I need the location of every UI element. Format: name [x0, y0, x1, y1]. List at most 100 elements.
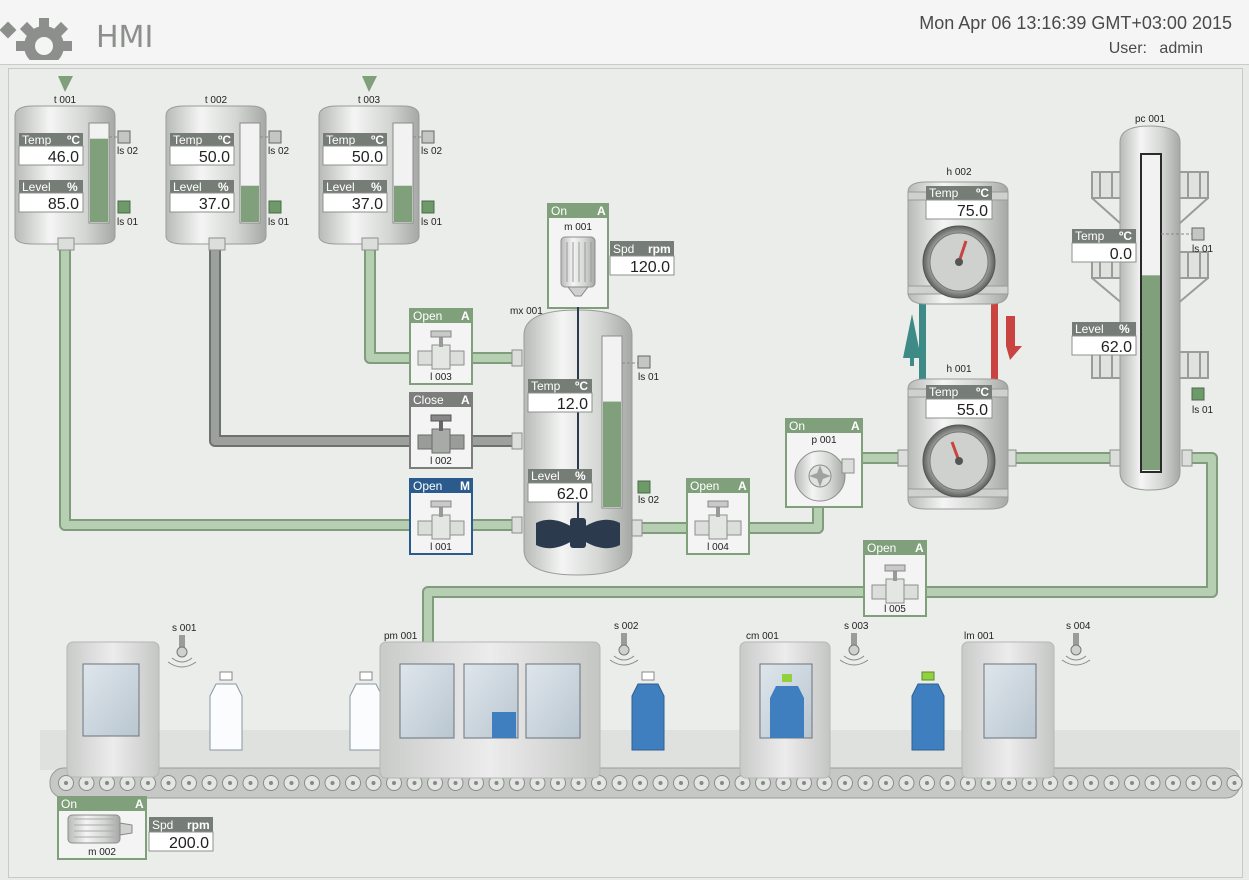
level-label: Level: [22, 180, 51, 194]
valve-icon: [417, 330, 465, 370]
ls-low-label: ls 02: [638, 495, 660, 506]
sensor-s002: s 002: [609, 621, 639, 666]
ls-high-label: ls 02: [268, 146, 290, 157]
temp-value: 0.0: [1110, 246, 1132, 263]
roller-hub: [310, 781, 314, 785]
roller-hub: [597, 781, 601, 785]
station-cm001[interactable]: [739, 641, 831, 779]
level-switch-high: [268, 130, 282, 144]
level-fill: [241, 185, 259, 222]
tank-t003[interactable]: t 003 Temp ºC 50.0 Level % 37.0 ls 02 ls…: [318, 76, 443, 251]
app-title: HMI: [96, 20, 154, 55]
speed-value: 120.0: [630, 259, 670, 276]
exchanger-id: h 001: [946, 364, 971, 375]
station-pm001[interactable]: [379, 641, 601, 779]
level-label: Level: [531, 469, 560, 483]
roller-hub: [863, 781, 868, 785]
header-bar: HMI Mon Apr 06 13:16:39 GMT+03:00 2015 U…: [0, 0, 1249, 65]
valve-l002[interactable]: Close A l 002: [409, 392, 473, 469]
roller-hub: [617, 781, 622, 785]
roller-hub: [1109, 781, 1114, 785]
hot-link-pipe: [991, 302, 998, 387]
roller-hub: [248, 781, 253, 785]
roller-hub: [146, 781, 150, 785]
roller-hub: [105, 781, 109, 785]
roller-hub: [761, 781, 765, 785]
valve-id: l 005: [884, 604, 906, 615]
ls-low-label: ls 01: [421, 217, 443, 228]
proximity-sensor-icon: [1061, 633, 1091, 666]
motor-m002[interactable]: On A m 002: [57, 796, 147, 860]
valve-l005[interactable]: Open A l 005: [863, 540, 927, 617]
roller-hub: [658, 781, 663, 785]
level-switch-low: [637, 480, 651, 494]
motor-id: m 001: [564, 222, 592, 233]
temp-value-box: [322, 145, 388, 166]
level-switch-low: [1191, 387, 1205, 401]
user-name: admin: [1159, 40, 1203, 57]
ls-low-label: ls 01: [117, 217, 139, 228]
mixer-id: mx 001: [510, 306, 543, 317]
column-pc001[interactable]: pc 001 Temp ºC 0.0 Level % 62.0 ls 01: [1071, 114, 1214, 491]
pump-p001[interactable]: On A p 001: [785, 418, 863, 508]
bottles: [209, 671, 945, 751]
tank-t001[interactable]: t 001 Temp ºC 46.0 Level % 85.0 ls 02 ls…: [14, 76, 139, 251]
temp-unit: ºC: [976, 186, 989, 200]
motor-icon: [560, 236, 596, 297]
speed-label: Spd: [152, 818, 173, 832]
roller-hub: [925, 781, 929, 785]
temp-value: 75.0: [957, 203, 988, 220]
valve-state: Close: [413, 393, 444, 407]
roller-hub: [884, 781, 888, 785]
level-value: 62.0: [557, 486, 588, 503]
station-lm001[interactable]: [961, 641, 1055, 779]
temp-value: 50.0: [199, 149, 230, 166]
level-fill: [394, 185, 412, 222]
level-fill: [1142, 275, 1160, 470]
level-switch-high: [1191, 227, 1205, 241]
level-label: Level: [1075, 322, 1104, 336]
heat-exchanger-h002[interactable]: h 002 Temp ºC 75.0: [907, 167, 1009, 305]
arrow-down-icon: [1006, 316, 1022, 360]
valve-id: l 003: [430, 372, 452, 383]
valve-l003[interactable]: Open A l 003: [409, 308, 473, 385]
level-value-box: [18, 192, 84, 213]
roller-hub: [720, 781, 724, 785]
roller-hub: [1007, 781, 1011, 785]
motor-state: On: [61, 797, 77, 811]
roller-hub: [453, 781, 458, 785]
ls-high-label: ls 01: [1192, 244, 1214, 255]
roller-hub: [228, 781, 232, 785]
tank-id: t 001: [54, 95, 77, 106]
m002-speed-panel: Spd rpm 200.0: [148, 817, 214, 852]
temp-label: Temp: [22, 133, 52, 147]
roller-hub: [781, 781, 786, 785]
column-id: pc 001: [1135, 114, 1165, 125]
m001-speed-panel: Spd rpm 120.0: [609, 241, 675, 276]
roller-hub: [945, 781, 950, 785]
valve-id: l 002: [430, 456, 452, 467]
arrow-up-icon: [903, 314, 921, 366]
sensor-s001: s 001: [167, 623, 197, 668]
motor-m001[interactable]: On A m 001: [547, 203, 609, 309]
valve-l004[interactable]: Open A l 004: [686, 478, 750, 555]
inlet-marker-icon: [362, 76, 377, 92]
heat-exchanger-h001[interactable]: h 001 Temp ºC 55.0: [907, 364, 1009, 510]
pump-icon: [794, 450, 855, 502]
roller-hub: [1068, 781, 1073, 785]
valve-l001[interactable]: Open M l 001: [409, 478, 473, 555]
temp-label: Temp: [326, 133, 356, 147]
motor-id: m 002: [88, 847, 116, 858]
roller-hub: [556, 781, 560, 785]
roller-hub: [1171, 781, 1175, 785]
level-unit: %: [575, 469, 586, 483]
temp-value: 46.0: [48, 149, 79, 166]
level-switch-high: [637, 355, 651, 369]
tank-t002[interactable]: t 002 Temp ºC 50.0 Level % 37.0 ls 02 ls…: [165, 95, 290, 251]
temp-value: 50.0: [352, 149, 383, 166]
level-switch-high: [117, 130, 131, 144]
proximity-sensor-icon: [167, 635, 197, 668]
mixer-mx001[interactable]: mx 001 Temp ºC 12.0 Level % 62.0 ls 01 l…: [510, 306, 660, 576]
roller-hub: [412, 781, 417, 785]
